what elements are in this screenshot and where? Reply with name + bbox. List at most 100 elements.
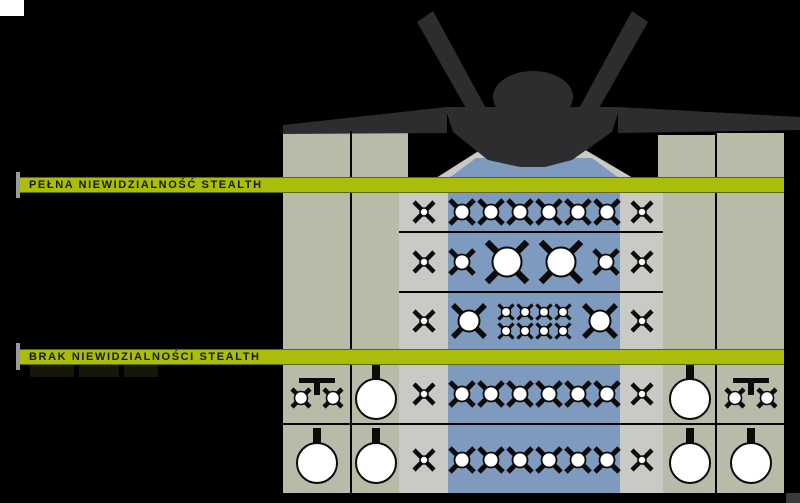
station-r1-c3 (399, 193, 448, 231)
missile-small-icon (629, 381, 655, 407)
faint-caption-smudge (124, 365, 158, 377)
sdb-icon (553, 302, 572, 321)
gear-bay-shape (436, 145, 633, 178)
station-r5-c6 (663, 426, 716, 493)
station-r3-c3 (399, 293, 448, 349)
canopy (493, 71, 573, 123)
missile-medium-icon (505, 198, 534, 226)
missile-medium-icon (476, 380, 505, 408)
column-top-far-left (283, 131, 351, 178)
station-r5-c7 (717, 426, 784, 493)
missile-medium-icon (505, 380, 534, 408)
station-r4-c3 (399, 364, 448, 424)
left-tail-fin (417, 11, 488, 117)
bomb-medium-icon (450, 302, 488, 340)
grid-hline-row1 (399, 231, 663, 233)
column-top-right (658, 135, 716, 178)
station-r5-c3 (399, 426, 448, 493)
drop-tank-icon (666, 364, 714, 420)
station-r5-c4 (447, 426, 621, 493)
missile-small-icon (629, 447, 655, 473)
drop-tank-icon (727, 428, 775, 484)
drop-tank-icon (352, 364, 400, 420)
dual-rail-icon (285, 374, 349, 414)
grid-hline-external (283, 423, 784, 425)
missile-medium-icon (447, 445, 476, 474)
faint-caption-smudge (79, 365, 119, 377)
sdb-icon (534, 321, 553, 340)
missile-medium-icon (592, 445, 621, 474)
right-tail-fin (577, 11, 648, 117)
station-r5-c1 (283, 426, 351, 493)
station-r1-c4 (447, 193, 621, 231)
missile-medium-icon (447, 380, 476, 408)
drop-tank-icon (666, 428, 714, 484)
column-top-left (352, 131, 408, 178)
missile-small-icon (629, 199, 655, 225)
fuselage (445, 107, 620, 167)
sdb-icon (553, 321, 572, 340)
sdb-icon (515, 302, 534, 321)
missile-medium-icon (447, 198, 476, 226)
column-top-far-right (717, 133, 784, 178)
missile-medium-icon (563, 445, 592, 474)
right-wing (618, 107, 800, 133)
missile-medium-icon (592, 248, 620, 276)
sdb-icon (496, 321, 515, 340)
bomb-large-icon (538, 239, 584, 285)
missile-small-icon (411, 199, 437, 225)
banner-full-stealth-label: PEŁNA NIEWIDZIALNOŚĆ STEALTH (29, 179, 263, 191)
missile-small-icon (629, 308, 655, 334)
station-r4-c7 (717, 364, 784, 424)
station-r3-c4 (448, 293, 620, 349)
missile-medium-icon (592, 198, 621, 226)
missile-small-icon (629, 249, 655, 275)
dual-rail-icon (719, 374, 783, 414)
missile-medium-icon (476, 198, 505, 226)
grid-vline-left (350, 131, 352, 493)
banner-full-stealth: PEŁNA NIEWIDZIALNOŚĆ STEALTH (20, 177, 784, 193)
station-r4-c1 (283, 364, 351, 424)
bay-edge-column-left (399, 193, 448, 493)
missile-small-icon (411, 308, 437, 334)
missile-medium-icon (592, 380, 621, 408)
left-wing (283, 107, 447, 134)
station-r2-c5 (620, 233, 663, 291)
sdb-icon (534, 302, 553, 321)
bottom-right-artifact (786, 493, 800, 503)
bomb-large-icon (484, 239, 530, 285)
grid-hline-row2 (399, 291, 663, 293)
banner-tick-top (16, 172, 20, 198)
drop-tank-icon (352, 428, 400, 484)
station-r4-c4 (447, 364, 621, 424)
missile-medium-icon (534, 198, 563, 226)
station-r4-c2 (352, 364, 399, 424)
center-bay-shape (449, 158, 619, 178)
bay-edge-column-right (620, 193, 663, 493)
missile-small-icon (411, 447, 437, 473)
grid-vline-right (715, 134, 717, 493)
missile-medium-icon (448, 248, 476, 276)
faint-caption-smudge (30, 365, 74, 377)
sdb-icon (496, 302, 515, 321)
station-r4-c6 (663, 364, 716, 424)
banner-no-stealth: BRAK NIEWIDZIALNOŚCI STEALTH (20, 349, 784, 365)
missile-medium-icon (534, 445, 563, 474)
station-r4-c5 (620, 364, 663, 424)
station-r1-c5 (620, 193, 663, 231)
missile-medium-icon (563, 198, 592, 226)
sdb-grid (496, 302, 572, 340)
station-r5-c2 (352, 426, 399, 493)
bomb-medium-icon (581, 302, 619, 340)
internal-bay-column (448, 193, 620, 493)
drop-tank-icon (293, 428, 341, 484)
missile-medium-icon (563, 380, 592, 408)
missile-small-icon (411, 381, 437, 407)
missile-medium-icon (534, 380, 563, 408)
missile-small-icon (411, 249, 437, 275)
missile-medium-icon (476, 445, 505, 474)
station-r2-c3 (399, 233, 448, 291)
sdb-icon (515, 321, 534, 340)
station-r2-c4 (448, 233, 620, 291)
